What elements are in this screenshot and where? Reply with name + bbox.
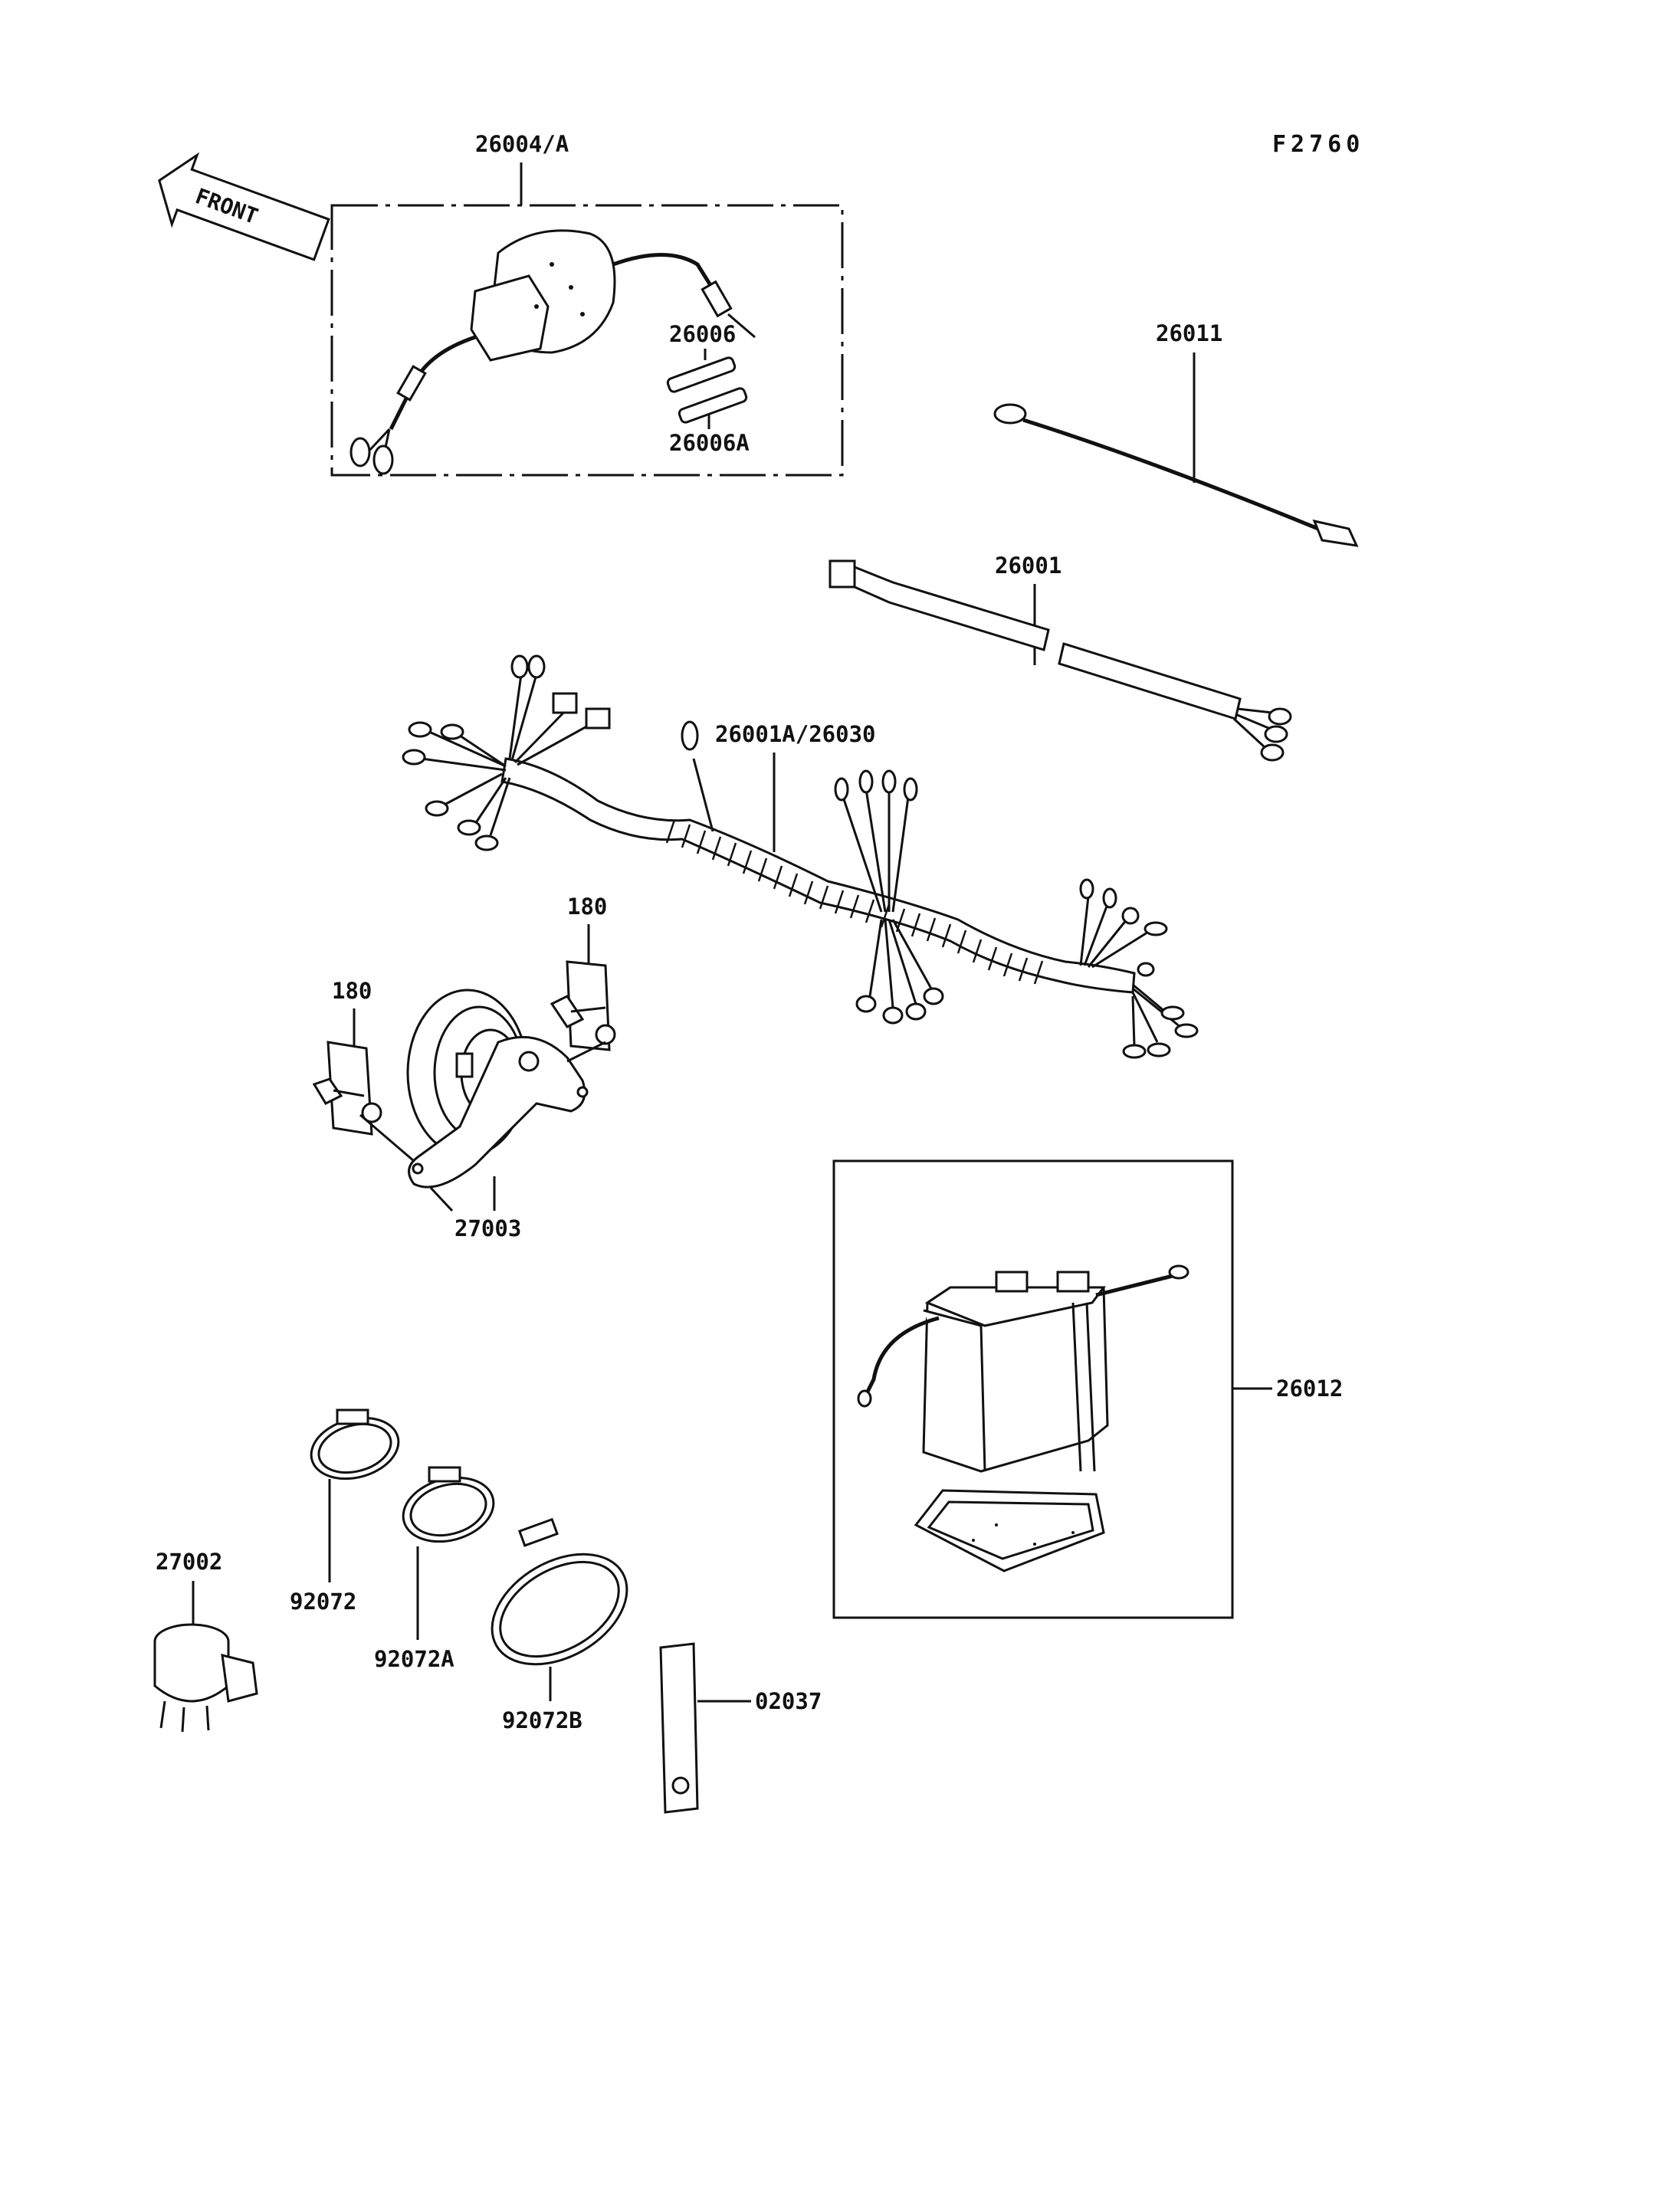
harness-middle-connectors: [834, 769, 944, 1025]
label-92072b: 92072B: [502, 1707, 582, 1733]
figure-code: F2760: [1272, 131, 1364, 158]
label-26001: 26001: [995, 553, 1061, 579]
label-26004a: 26004/A: [475, 131, 569, 157]
label-26006a: 26006A: [669, 430, 750, 456]
cdi-unit: [349, 229, 756, 475]
cdi-unit-group: 26004/A 26006 26006A: [330, 131, 844, 477]
cdi-box-frame: [330, 204, 844, 477]
lead-wire-26001: 26001: [829, 553, 1292, 762]
label-26012: 26012: [1276, 1376, 1343, 1402]
main-harness-26001a-26030: 26001A/26030: [402, 654, 1199, 1059]
relay-27002: 27002: [153, 1549, 258, 1733]
label-27002: 27002: [156, 1549, 222, 1575]
label-26001a-26030: 26001A/26030: [715, 721, 876, 747]
label-26011: 26011: [1156, 320, 1222, 346]
label-92072: 92072: [290, 1589, 356, 1615]
horn-assembly: 180 180 27003: [312, 894, 616, 1241]
fuse-parts: [666, 349, 748, 429]
harness-left-connectors: [402, 654, 611, 851]
front-arrow-icon: FRONT: [158, 152, 330, 261]
label-26006: 26006: [669, 321, 736, 347]
label-92072a: 92072A: [374, 1646, 454, 1672]
label-180-left: 180: [332, 978, 372, 1004]
band-02037: 02037: [659, 1642, 822, 1814]
label-180-right: 180: [567, 894, 607, 920]
label-27003: 27003: [454, 1215, 521, 1241]
label-02037: 02037: [755, 1688, 822, 1714]
battery-group: 26012: [832, 1159, 1343, 1619]
clamps-group: 92072 92072A 92072B: [290, 1408, 628, 1733]
harness-right-connectors: [1079, 878, 1199, 1059]
ground-lead-26011: 26011: [993, 320, 1359, 547]
